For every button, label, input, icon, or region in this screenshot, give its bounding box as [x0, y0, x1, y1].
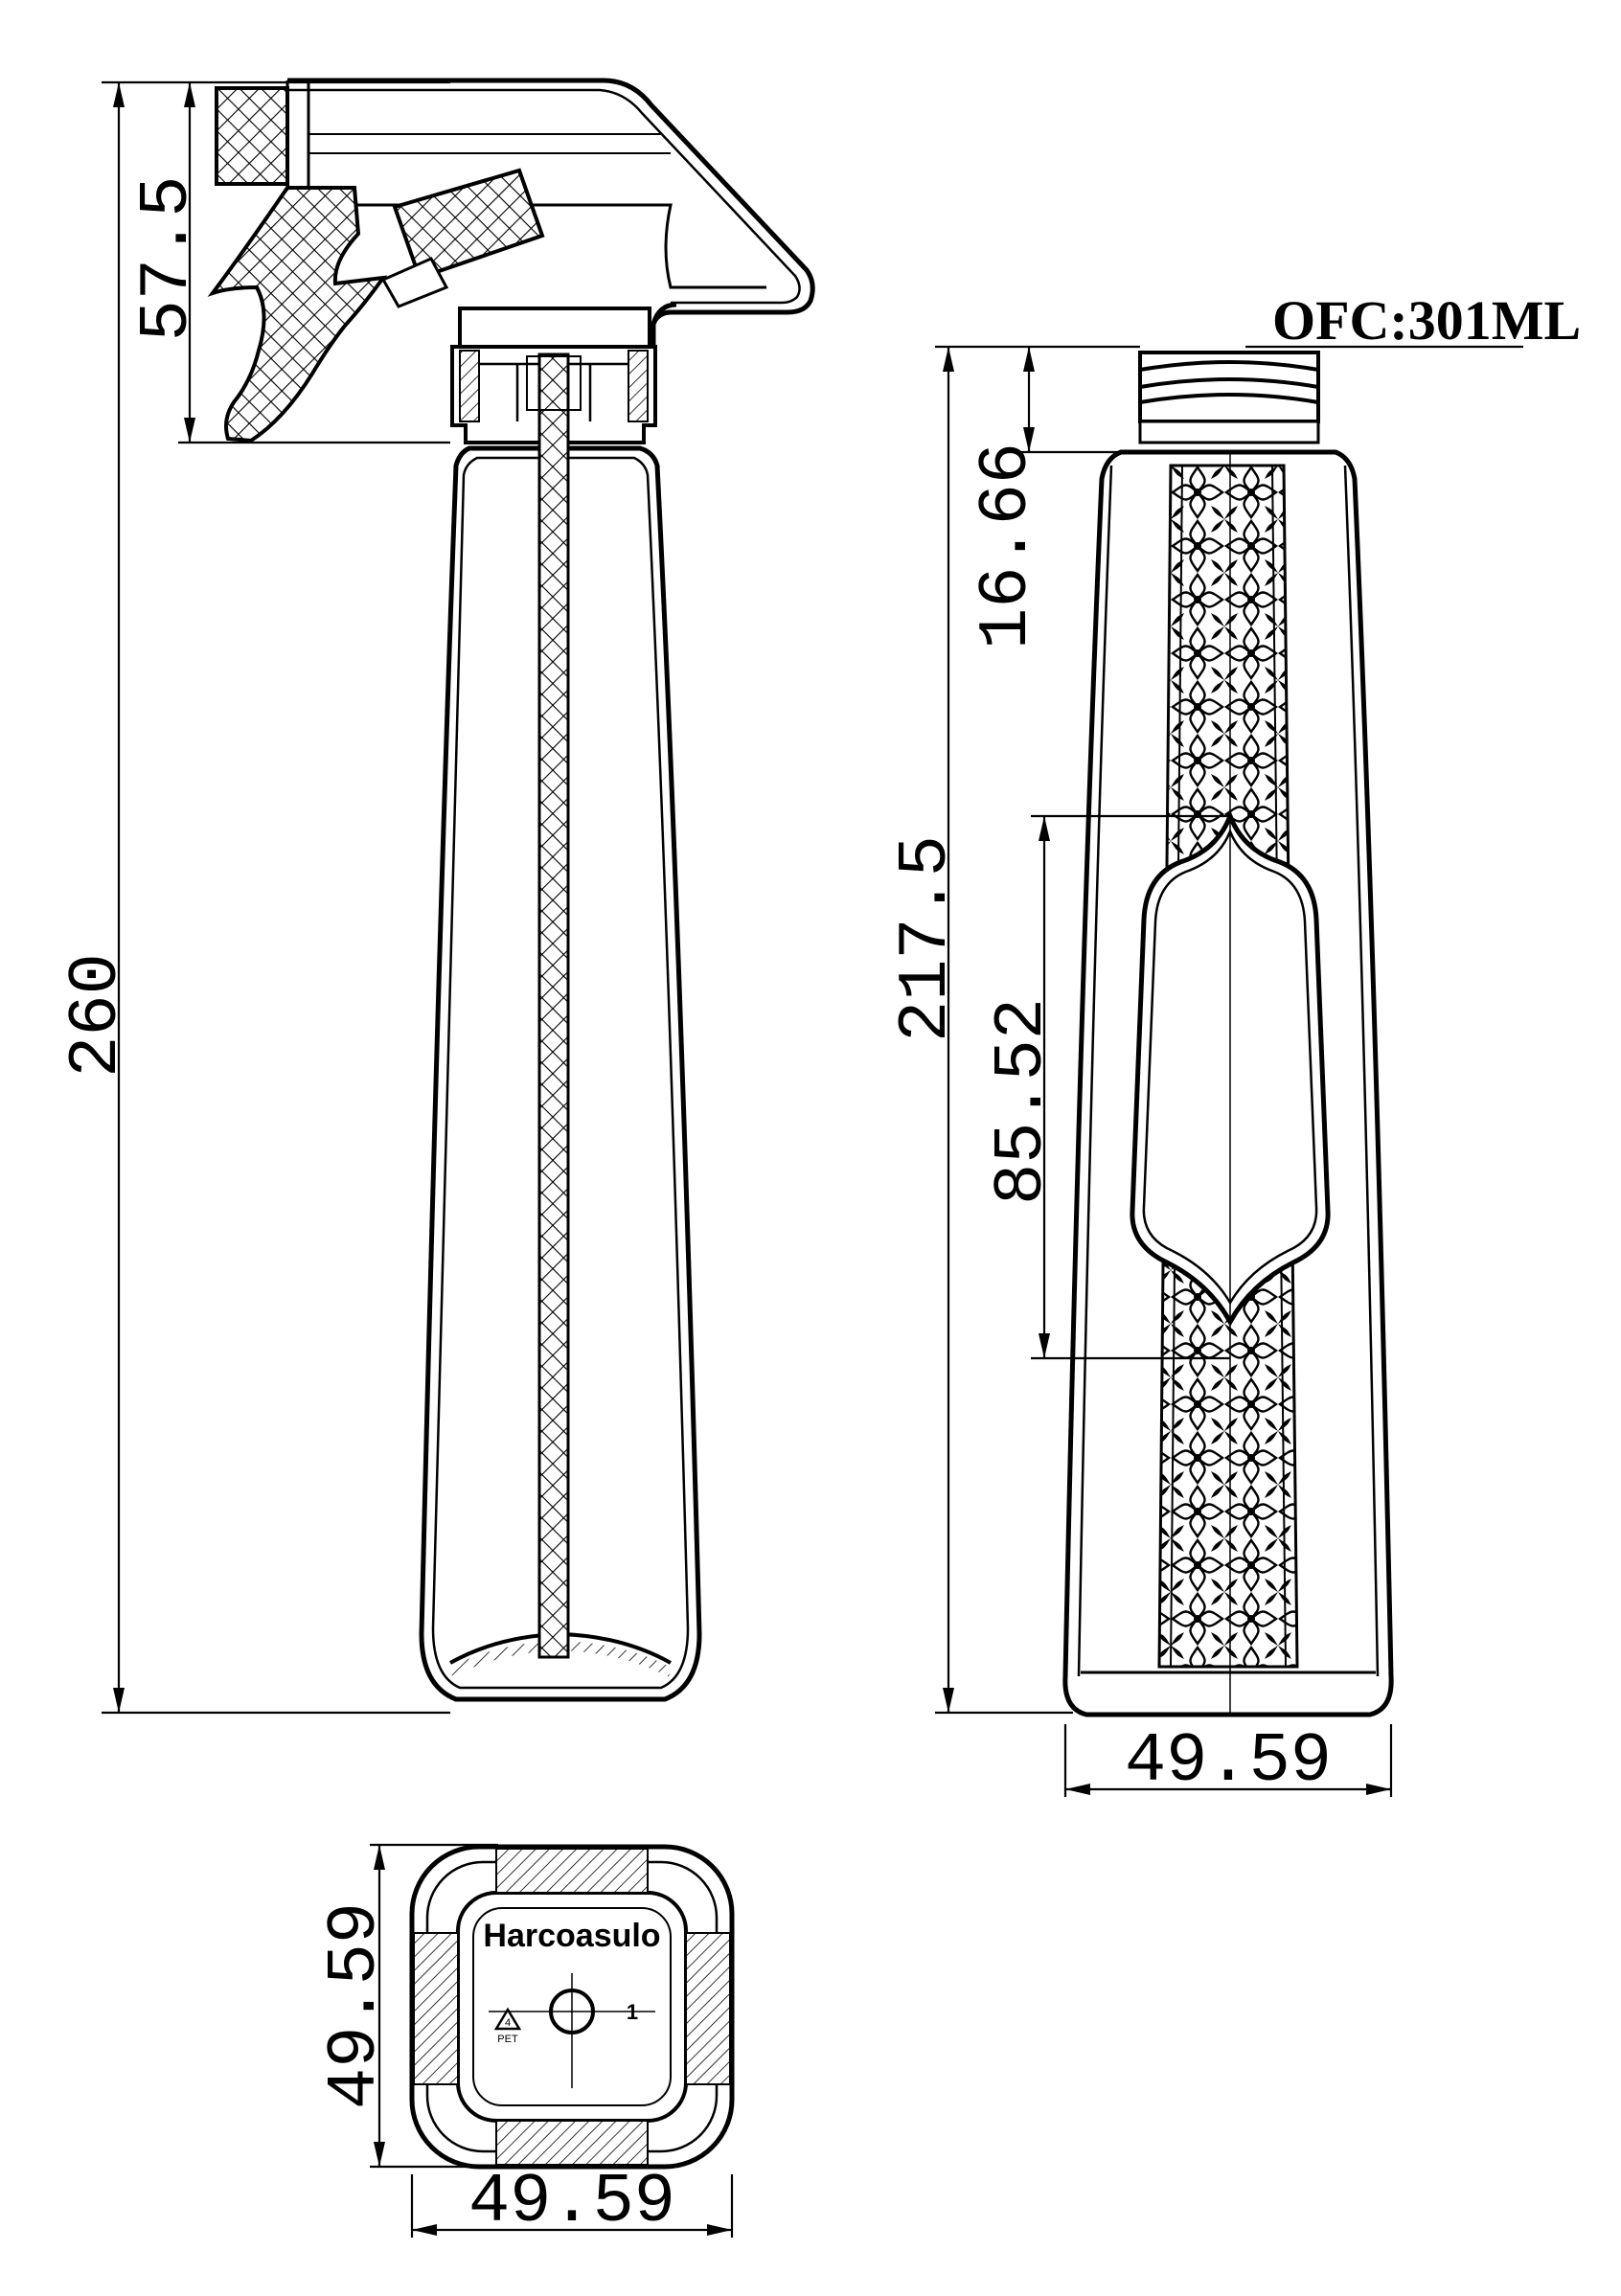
trigger: [207, 186, 388, 443]
bottle-bottom-view: Harcoasulo 4 PET 1: [409, 1844, 735, 2170]
dim-total-height: 260: [57, 953, 136, 1078]
dimension-lines: [102, 80, 1523, 2238]
sprayer-side-view: [207, 78, 815, 1702]
dim-trigger-height: 57.5: [128, 176, 207, 342]
bottom-brand-text: Harcoasulo: [483, 1918, 660, 1954]
bottle-front-view: [1062, 351, 1394, 1717]
dim-bottle-height: 217.5: [887, 835, 966, 1042]
dim-side-width: 49.59: [1125, 1722, 1332, 1801]
recycle-code: 4: [505, 2017, 511, 2029]
cavity-number: 1: [627, 2000, 638, 2024]
dim-bottom-depth: 49.59: [316, 1902, 395, 2109]
sprayer-head-shell: [287, 78, 815, 415]
dim-neck-height: 16.66: [968, 443, 1046, 649]
recycle-label: PET: [497, 2034, 518, 2045]
dimension-arrows: [113, 82, 1391, 2236]
nozzle: [215, 86, 289, 186]
capacity-label: OFC:301ML: [1272, 289, 1581, 352]
closure-cap: [458, 307, 651, 349]
dim-bottom-width: 49.59: [468, 2163, 675, 2241]
recycle-icon: 4 PET: [493, 2007, 522, 2045]
trigger-spring: [392, 168, 545, 281]
dip-tube: [537, 352, 570, 1659]
dim-window-height: 85.52: [983, 998, 1062, 1205]
